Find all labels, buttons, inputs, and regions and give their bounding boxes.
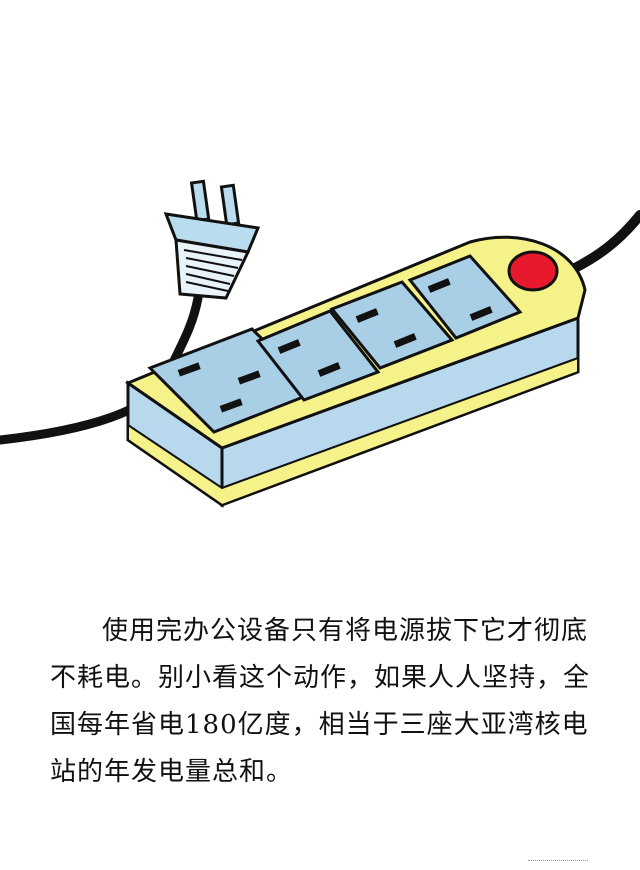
socket-2 — [255, 309, 381, 402]
strip-bottom-rim — [127, 356, 579, 507]
plug-icon — [163, 179, 261, 300]
socket-4 — [407, 254, 523, 340]
power-switch — [507, 250, 559, 292]
caption: 使用完办公设备只有将电源拔下它才彻底不耗电。别小看这个动作，如果人人坚持，全国每… — [50, 608, 605, 796]
socket-3 — [329, 280, 455, 370]
strip-cable — [570, 210, 640, 273]
corner-mark — [528, 860, 588, 865]
caption-text: 使用完办公设备只有将电源拔下它才彻底不耗电。别小看这个动作，如果人人坚持，全国每… — [50, 616, 591, 787]
power-strip-illustration — [0, 179, 640, 508]
